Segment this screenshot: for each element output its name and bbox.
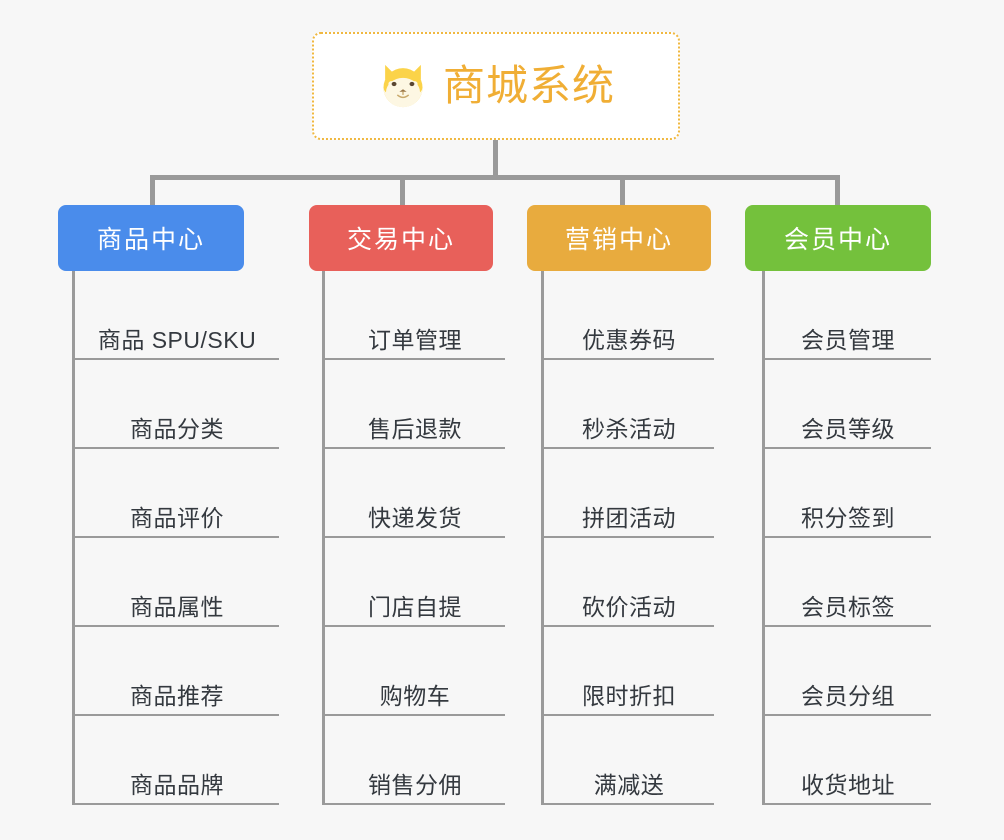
leaf-list-product-center: 商品 SPU/SKU 商品分类 商品评价 商品属性 商品推荐 商品品牌: [72, 271, 279, 805]
leaf-item[interactable]: 会员管理: [765, 271, 931, 360]
leaf-item-label: 砍价活动: [582, 593, 676, 620]
leaf-item-label: 会员标签: [801, 593, 895, 620]
leaf-item-label: 会员分组: [801, 682, 895, 709]
connector-drop-product-center: [150, 175, 155, 205]
root-title: 商城系统: [442, 62, 615, 109]
leaf-list-marketing-center: 优惠券码 秒杀活动 拼团活动 砍价活动 限时折扣 满减送: [541, 271, 714, 805]
leaf-item-label: 售后退款: [368, 415, 462, 442]
leaf-item[interactable]: 限时折扣: [544, 627, 714, 716]
leaf-list-member-center: 会员管理 会员等级 积分签到 会员标签 会员分组 收货地址: [762, 271, 931, 805]
leaf-item[interactable]: 商品品牌: [75, 716, 279, 805]
category-header-label: 营销中心: [564, 226, 673, 254]
leaf-item-label: 优惠券码: [582, 326, 676, 353]
branch-marketing-center: 营销中心 优惠券码 秒杀活动 拼团活动 砍价活动 限时折扣 满减送: [527, 205, 714, 805]
leaf-item-label: 商品推荐: [130, 682, 224, 709]
connector-drop-trade-center: [400, 175, 405, 205]
leaf-item-label: 拼团活动: [582, 504, 676, 531]
leaf-item[interactable]: 拼团活动: [544, 449, 714, 538]
leaf-item-label: 商品评价: [130, 504, 224, 531]
root-node[interactable]: 商城系统: [312, 32, 680, 140]
leaf-item-label: 订单管理: [368, 326, 462, 353]
leaf-item[interactable]: 会员标签: [765, 538, 931, 627]
leaf-item[interactable]: 满减送: [544, 716, 714, 805]
leaf-item-label: 商品 SPU/SKU: [97, 326, 257, 353]
leaf-item-label: 收货地址: [801, 771, 895, 798]
category-header-trade-center[interactable]: 交易中心: [309, 205, 493, 271]
leaf-item-label: 满减送: [593, 771, 665, 798]
leaf-item[interactable]: 商品分类: [75, 360, 279, 449]
leaf-item-label: 门店自提: [368, 593, 462, 620]
leaf-item-label: 秒杀活动: [582, 415, 676, 442]
category-header-marketing-center[interactable]: 营销中心: [527, 205, 711, 271]
leaf-item-label: 销售分佣: [368, 771, 462, 798]
leaf-item-label: 积分签到: [801, 504, 895, 531]
leaf-item-label: 商品分类: [130, 415, 224, 442]
branch-trade-center: 交易中心 订单管理 售后退款 快递发货 门店自提 购物车 销售分佣: [309, 205, 505, 805]
leaf-item-label: 会员管理: [801, 326, 895, 353]
leaf-item-label: 限时折扣: [582, 682, 676, 709]
shiba-dog-emoji-icon: [383, 64, 423, 108]
leaf-item[interactable]: 售后退款: [325, 360, 505, 449]
leaf-item-label: 商品品牌: [130, 771, 224, 798]
connector-drop-member-center: [835, 175, 840, 205]
leaf-item[interactable]: 会员分组: [765, 627, 931, 716]
leaf-item[interactable]: 销售分佣: [325, 716, 505, 805]
leaf-item[interactable]: 收货地址: [765, 716, 931, 805]
connector-horizontal-bus: [150, 175, 840, 180]
leaf-item[interactable]: 商品评价: [75, 449, 279, 538]
category-header-label: 会员中心: [783, 226, 892, 254]
leaf-item[interactable]: 砍价活动: [544, 538, 714, 627]
leaf-item-label: 快递发货: [368, 504, 462, 531]
leaf-item[interactable]: 商品推荐: [75, 627, 279, 716]
leaf-item[interactable]: 会员等级: [765, 360, 931, 449]
leaf-item[interactable]: 秒杀活动: [544, 360, 714, 449]
category-header-product-center[interactable]: 商品中心: [58, 205, 244, 271]
leaf-item[interactable]: 快递发货: [325, 449, 505, 538]
leaf-item[interactable]: 商品 SPU/SKU: [75, 271, 279, 360]
leaf-item[interactable]: 积分签到: [765, 449, 931, 538]
branch-product-center: 商品中心 商品 SPU/SKU 商品分类 商品评价 商品属性 商品推荐 商品品牌: [58, 205, 279, 805]
leaf-item-label: 购物车: [379, 682, 451, 709]
category-header-label: 交易中心: [346, 226, 455, 254]
connector-drop-marketing-center: [620, 175, 625, 205]
leaf-item[interactable]: 购物车: [325, 627, 505, 716]
category-header-member-center[interactable]: 会员中心: [745, 205, 931, 271]
branch-member-center: 会员中心 会员管理 会员等级 积分签到 会员标签 会员分组 收货地址: [745, 205, 931, 805]
leaf-item[interactable]: 订单管理: [325, 271, 505, 360]
connector-root-vertical: [493, 140, 498, 178]
category-header-label: 商品中心: [96, 226, 205, 254]
leaf-item[interactable]: 商品属性: [75, 538, 279, 627]
leaf-list-trade-center: 订单管理 售后退款 快递发货 门店自提 购物车 销售分佣: [322, 271, 505, 805]
leaf-item[interactable]: 门店自提: [325, 538, 505, 627]
leaf-item-label: 商品属性: [130, 593, 224, 620]
leaf-item[interactable]: 优惠券码: [544, 271, 714, 360]
leaf-item-label: 会员等级: [801, 415, 895, 442]
